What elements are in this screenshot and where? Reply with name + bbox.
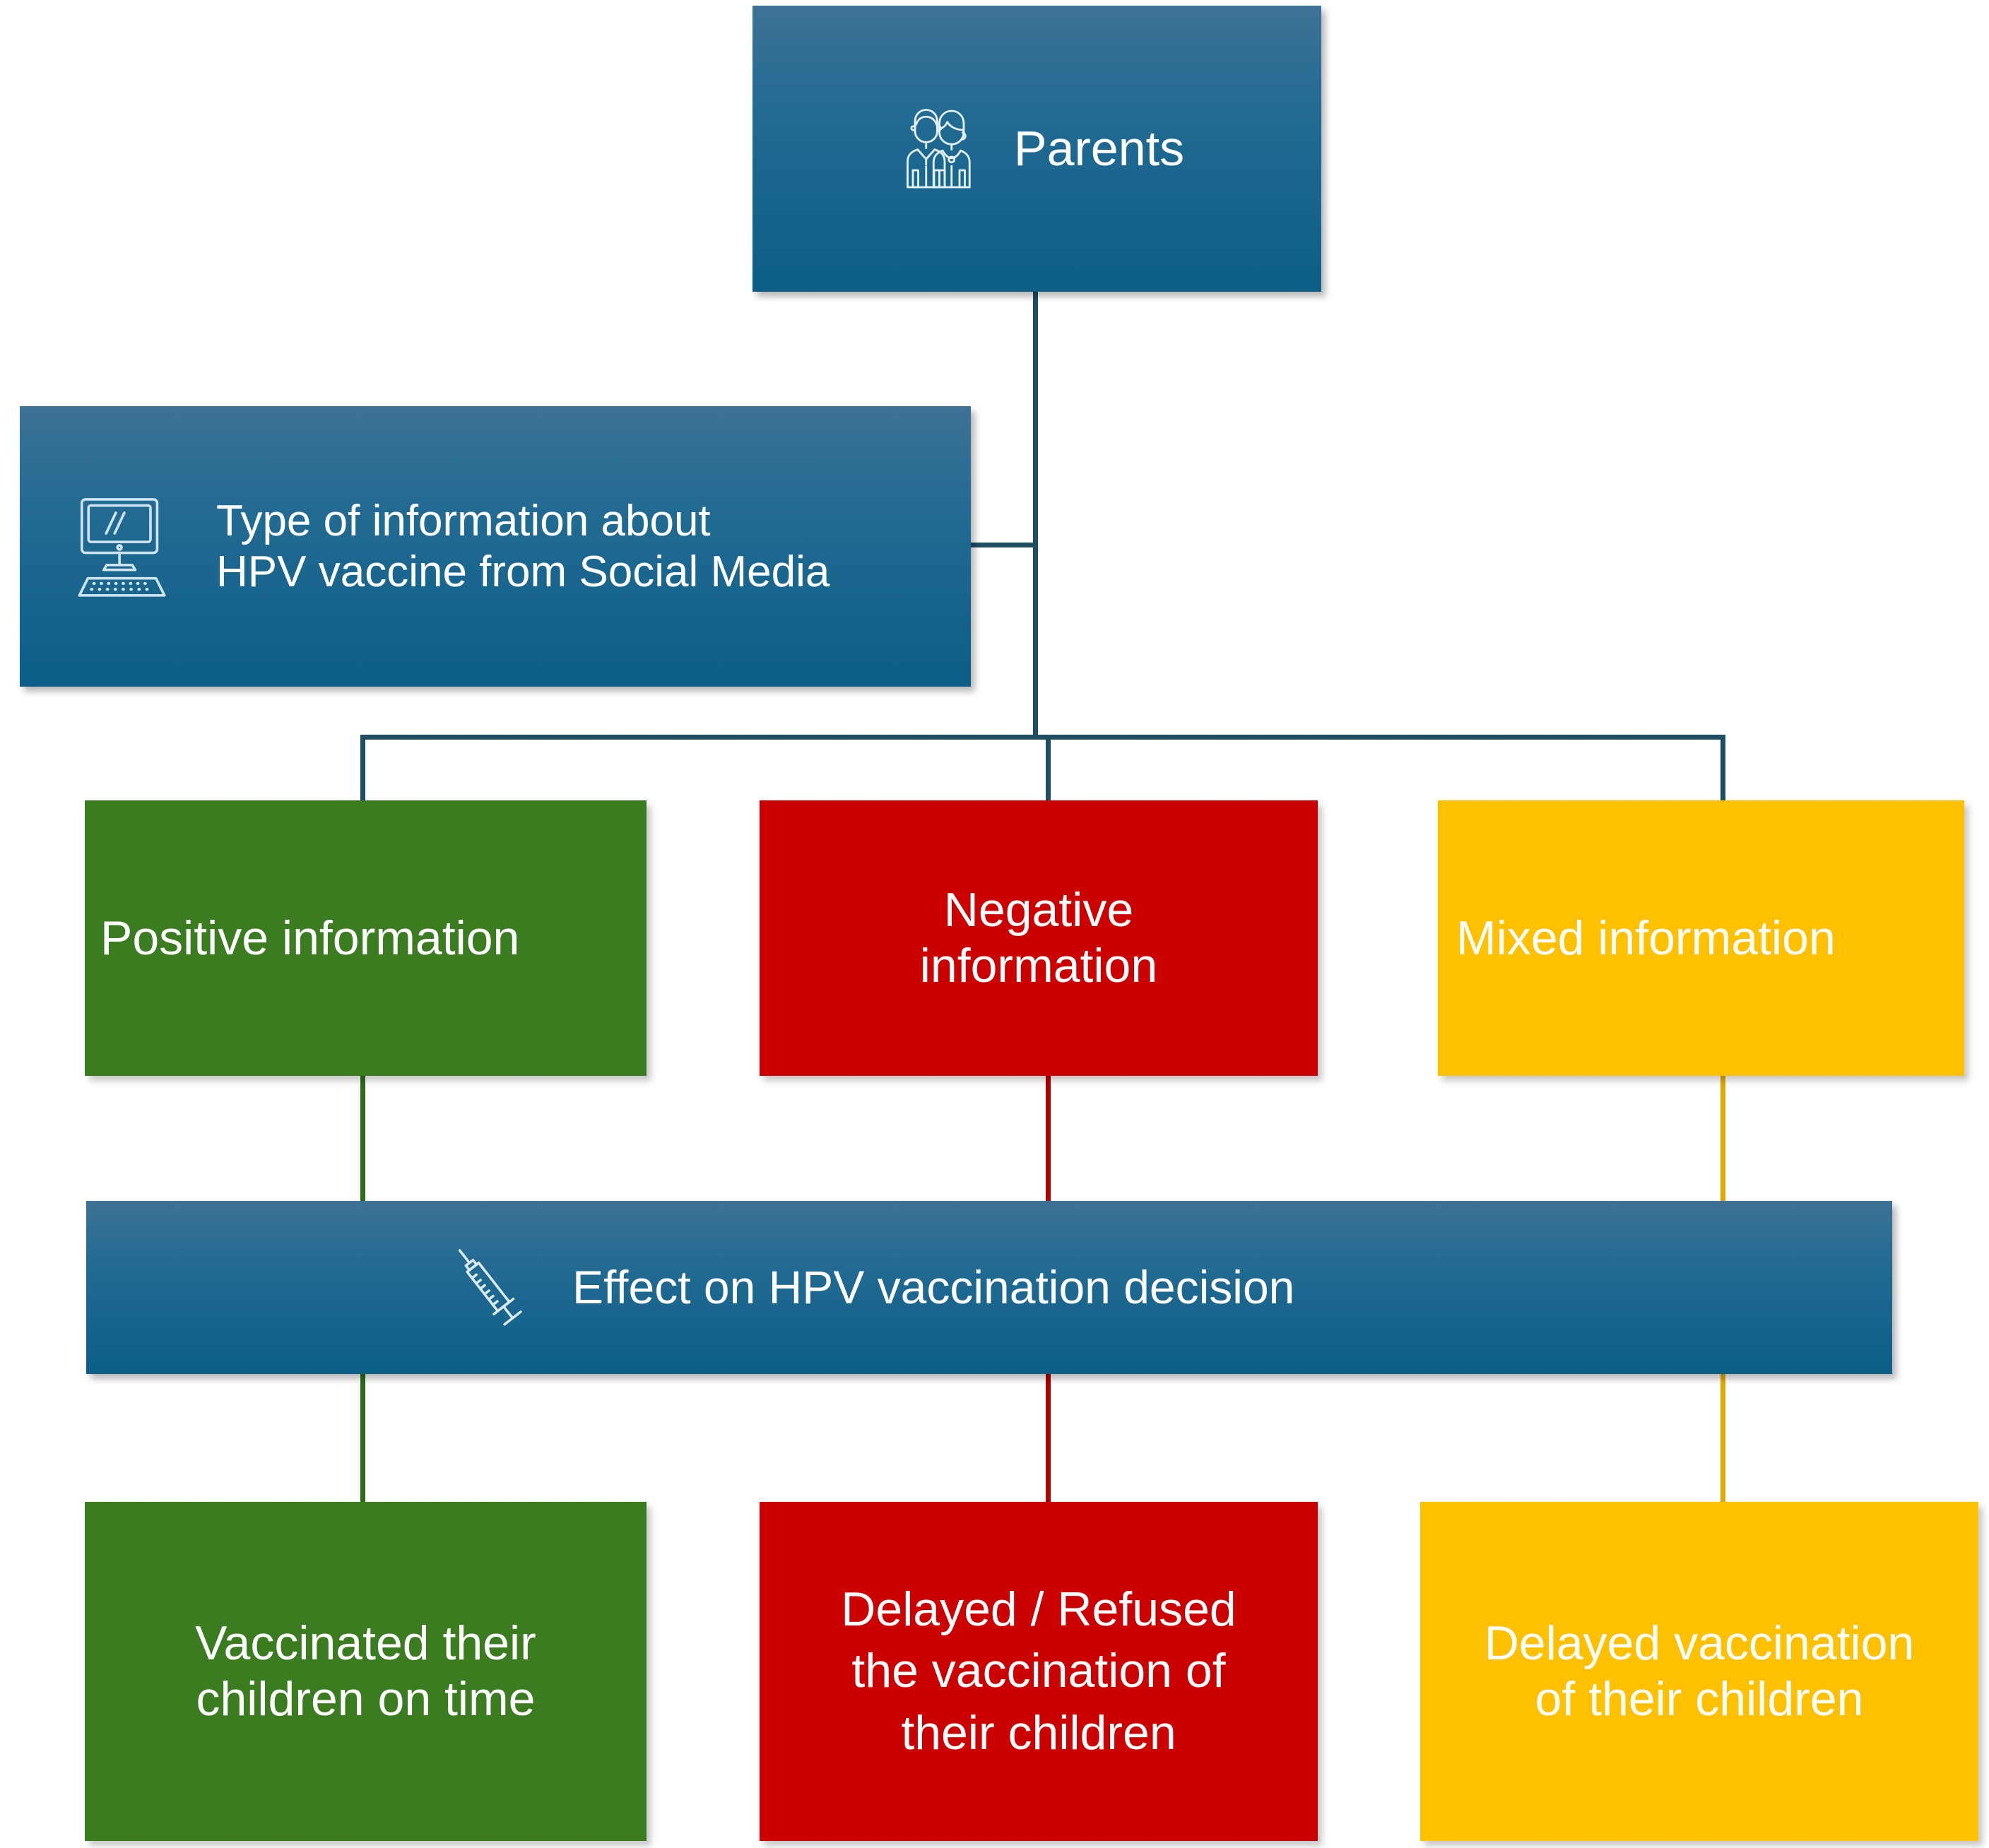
connector-trunk-middle <box>1033 543 1038 739</box>
node-outcome-vaccinated-on-time[interactable]: Vaccinated their children on time <box>85 1502 647 1841</box>
node-negative-information[interactable]: Negative information <box>760 800 1318 1076</box>
node-outcome-delayed-refused-label: Delayed / Refused the vaccination of the… <box>841 1582 1237 1760</box>
connector-effect-to-outcome-yellow <box>1721 1371 1725 1505</box>
node-outcome-vaccinated-on-time-label: Vaccinated their children on time <box>195 1616 536 1726</box>
connector-drop-to-mixed <box>1721 735 1725 804</box>
node-mixed-information-label: Mixed information <box>1456 911 1836 965</box>
connector-info-type-stub <box>969 543 1037 547</box>
node-negative-information-label: Negative information <box>919 883 1158 993</box>
node-parents-label: Parents <box>1013 120 1185 176</box>
two-parents-icon <box>890 96 996 202</box>
node-effect-on-decision[interactable]: Effect on HPV vaccination decision <box>86 1201 1892 1374</box>
node-mixed-information[interactable]: Mixed information <box>1438 800 1964 1076</box>
node-outcome-delayed-refused[interactable]: Delayed / Refused the vaccination of the… <box>760 1502 1318 1841</box>
connector-mixed-to-effect <box>1721 1076 1725 1204</box>
node-effect-on-decision-label: Effect on HPV vaccination decision <box>572 1261 1295 1314</box>
connector-positive-to-effect <box>360 1076 365 1204</box>
node-positive-information[interactable]: Positive information <box>85 800 647 1076</box>
connector-effect-to-outcome-red <box>1046 1371 1051 1505</box>
node-parents[interactable]: Parents <box>752 6 1321 292</box>
node-outcome-delayed-vaccination[interactable]: Delayed vaccination of their children <box>1420 1502 1978 1841</box>
node-information-type-label: Type of information about HPV vaccine fr… <box>216 496 830 596</box>
connector-parents-to-trunk <box>1033 290 1038 546</box>
node-outcome-delayed-vaccination-label: Delayed vaccination of their children <box>1484 1616 1915 1726</box>
connector-drop-to-negative <box>1046 735 1051 804</box>
syringe-icon <box>432 1231 545 1344</box>
desktop-computer-icon <box>64 486 185 608</box>
connector-distribution-bar <box>360 735 1725 740</box>
node-information-type[interactable]: Type of information about HPV vaccine fr… <box>20 406 971 687</box>
connector-effect-to-outcome-green <box>360 1371 365 1505</box>
node-positive-information-label: Positive information <box>100 911 520 965</box>
connector-negative-to-effect <box>1046 1076 1051 1204</box>
connector-drop-to-positive <box>360 735 365 804</box>
